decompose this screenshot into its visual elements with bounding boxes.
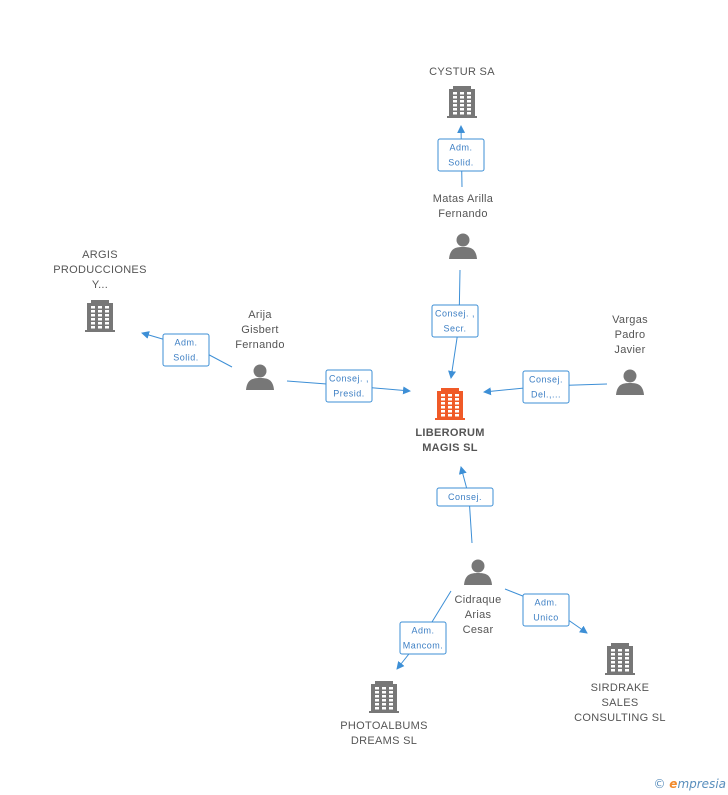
edge-label-text: Adm.: [449, 143, 472, 153]
edge-label-text: Solid.: [448, 158, 474, 168]
edge-label-box: [162, 333, 210, 367]
node-label-vargas: Padro: [615, 329, 646, 341]
person-icon: [246, 364, 274, 390]
edge-label-text: Consej.: [448, 492, 482, 502]
node-label-matas: Fernando: [438, 208, 488, 220]
node-label-photoalbums: PHOTOALBUMS: [340, 720, 427, 732]
node-label-vargas: Javier: [614, 344, 645, 356]
empresia-watermark: © empresia: [653, 777, 726, 791]
edge-label-box: [431, 304, 479, 338]
edge-label-text: Del.,...: [531, 390, 561, 400]
edge-label-box: [522, 593, 570, 627]
node-cystur[interactable]: CYSTUR SA: [429, 66, 495, 118]
node-sirdrake[interactable]: SIRDRAKE SALES CONSULTING SL: [574, 643, 666, 724]
edge-label-text: Presid.: [333, 389, 365, 399]
edge-label-cidraque-liberorum[interactable]: Consej.: [436, 487, 494, 507]
node-label-arija: Arija: [248, 309, 272, 321]
node-label-cystur: CYSTUR SA: [429, 66, 495, 78]
edge-label-box: [522, 370, 570, 404]
node-label-argis: ARGIS: [82, 249, 118, 261]
edge-label-text: Unico: [533, 613, 559, 623]
edge-label-cidraque-photoalbums[interactable]: Adm. Mancom.: [399, 621, 447, 655]
edge-label-arija-argis[interactable]: Adm. Solid.: [162, 333, 210, 367]
edge-label-box: [325, 369, 373, 403]
edge-label-text: Adm.: [174, 338, 197, 348]
edge-label-text: Secr.: [443, 324, 466, 334]
node-label-liberorum: MAGIS SL: [422, 442, 478, 454]
node-label-photoalbums: DREAMS SL: [351, 735, 417, 747]
node-label-cidraque: Cesar: [463, 624, 494, 636]
person-icon: [464, 559, 492, 585]
person-icon: [616, 369, 644, 395]
edge-label-text: Mancom.: [403, 641, 444, 651]
brand-name: mpresia: [677, 777, 726, 791]
copyright-symbol: ©: [653, 777, 666, 791]
edge-label-text: Adm.: [534, 598, 557, 608]
node-label-arija: Gisbert: [241, 324, 279, 336]
building-icon: [447, 86, 477, 118]
person-icon: [449, 233, 477, 259]
edge-label-text: Consej. ,: [435, 309, 475, 319]
building-icon: [435, 388, 465, 420]
node-label-sirdrake: SALES: [602, 697, 639, 709]
node-label-argis: Y...: [92, 279, 108, 291]
node-label-sirdrake: CONSULTING SL: [574, 712, 666, 724]
node-label-arija: Fernando: [235, 339, 285, 351]
node-label-vargas: Vargas: [612, 314, 648, 326]
node-label-sirdrake: SIRDRAKE: [591, 682, 650, 694]
node-argis[interactable]: ARGIS PRODUCCIONES Y...: [53, 249, 146, 332]
edge-label-matas-liberorum[interactable]: Consej. , Secr.: [431, 304, 479, 338]
node-label-liberorum: LIBERORUM: [415, 427, 484, 439]
edge-label-box: [437, 138, 485, 172]
edge-label-vargas-liberorum[interactable]: Consej. Del.,...: [522, 370, 570, 404]
edge-label-text: Solid.: [173, 353, 199, 363]
edge-label-box: [399, 621, 447, 655]
building-icon: [85, 300, 115, 332]
node-label-cidraque: Arias: [465, 609, 492, 621]
node-liberorum[interactable]: LIBERORUM MAGIS SL: [415, 388, 484, 454]
brand-initial: e: [669, 777, 678, 791]
edge-label-box: [436, 487, 494, 507]
node-label-matas: Matas Arilla: [433, 193, 494, 205]
building-icon: [369, 681, 399, 713]
edge-label-text: Consej.: [529, 375, 563, 385]
node-label-cidraque: Cidraque: [454, 594, 501, 606]
edge-label-cidraque-sirdrake[interactable]: Adm. Unico: [522, 593, 570, 627]
edge-label-arija-liberorum[interactable]: Consej. , Presid.: [325, 369, 373, 403]
edge-label-text: Consej. ,: [329, 374, 369, 384]
building-icon: [605, 643, 635, 675]
edge-label-matas-cystur[interactable]: Adm. Solid.: [437, 138, 485, 172]
edge-label-text: Adm.: [411, 626, 434, 636]
node-photoalbums[interactable]: PHOTOALBUMS DREAMS SL: [340, 681, 427, 747]
node-label-argis: PRODUCCIONES: [53, 264, 146, 276]
